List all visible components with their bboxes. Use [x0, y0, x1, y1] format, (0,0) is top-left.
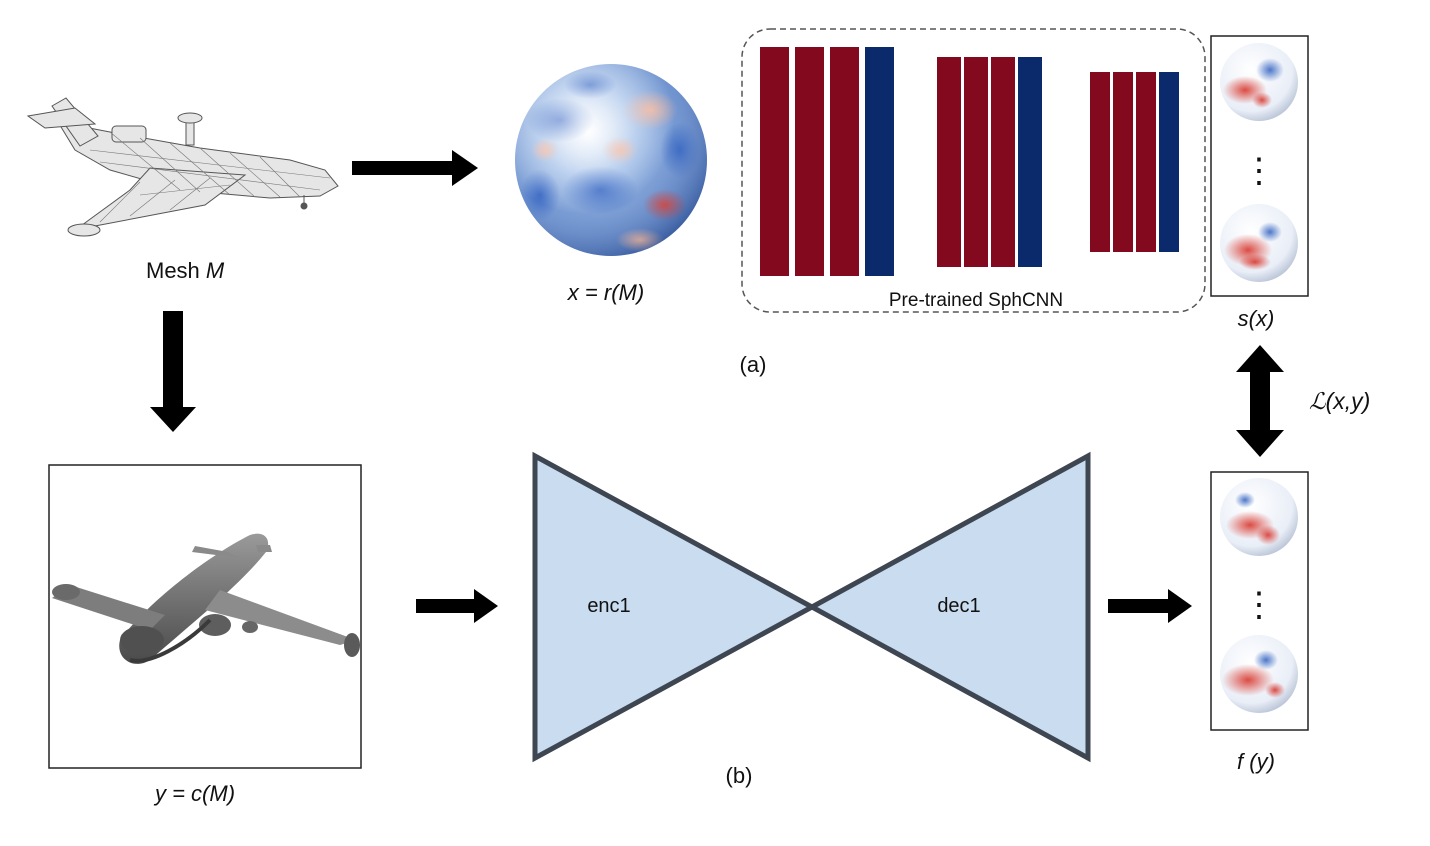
spherical-signal-icon [515, 64, 707, 256]
encoder-shape [532, 451, 818, 763]
dec-label: dec1 [937, 595, 980, 617]
layer-block [991, 57, 1015, 267]
small-sphere-icon [1220, 478, 1298, 556]
layer-block [830, 47, 859, 276]
airplane-render-icon [52, 533, 360, 664]
arrow-down-left [150, 311, 196, 432]
layer-block [1018, 57, 1042, 267]
layer-block [1136, 72, 1156, 252]
layer-block [937, 57, 961, 267]
sphcnn-box [741, 28, 1206, 313]
small-sphere-icon [1220, 635, 1298, 713]
arrow-right-top [352, 150, 478, 186]
enc-label: enc1 [587, 595, 630, 617]
loss-label: ℒ(x,y) [1309, 388, 1370, 414]
sphcnn-layers [760, 47, 1179, 276]
y-equation: y = c(M) [153, 781, 235, 806]
layer-block [795, 47, 824, 276]
airplane-wireframe-icon [26, 97, 339, 237]
vdots-bottom: ⋮ [1242, 586, 1276, 624]
layer-block [964, 57, 988, 267]
mesh-label: Mesh M [146, 258, 225, 283]
layer-block [1159, 72, 1179, 252]
small-sphere-icon [1220, 204, 1298, 282]
vdots-top: ⋮ [1242, 152, 1276, 190]
panel-a-label: (a) [740, 352, 767, 377]
x-equation: x = r(M) [567, 280, 644, 305]
sx-label: s(x) [1238, 306, 1275, 331]
fy-label: f (y) [1237, 749, 1275, 774]
layer-block [865, 47, 894, 276]
double-arrow [1236, 345, 1284, 457]
panel-b-label: (b) [726, 763, 753, 788]
arrow-right-bottom-right [1108, 589, 1192, 623]
layer-block [1113, 72, 1133, 252]
sphcnn-label: Pre-trained SphCNN [889, 290, 1063, 311]
arrow-right-bottom-left [416, 589, 498, 623]
layer-block [1090, 72, 1110, 252]
small-sphere-icon [1220, 43, 1298, 121]
layer-block [760, 47, 789, 276]
decoder-shape [806, 451, 1091, 763]
